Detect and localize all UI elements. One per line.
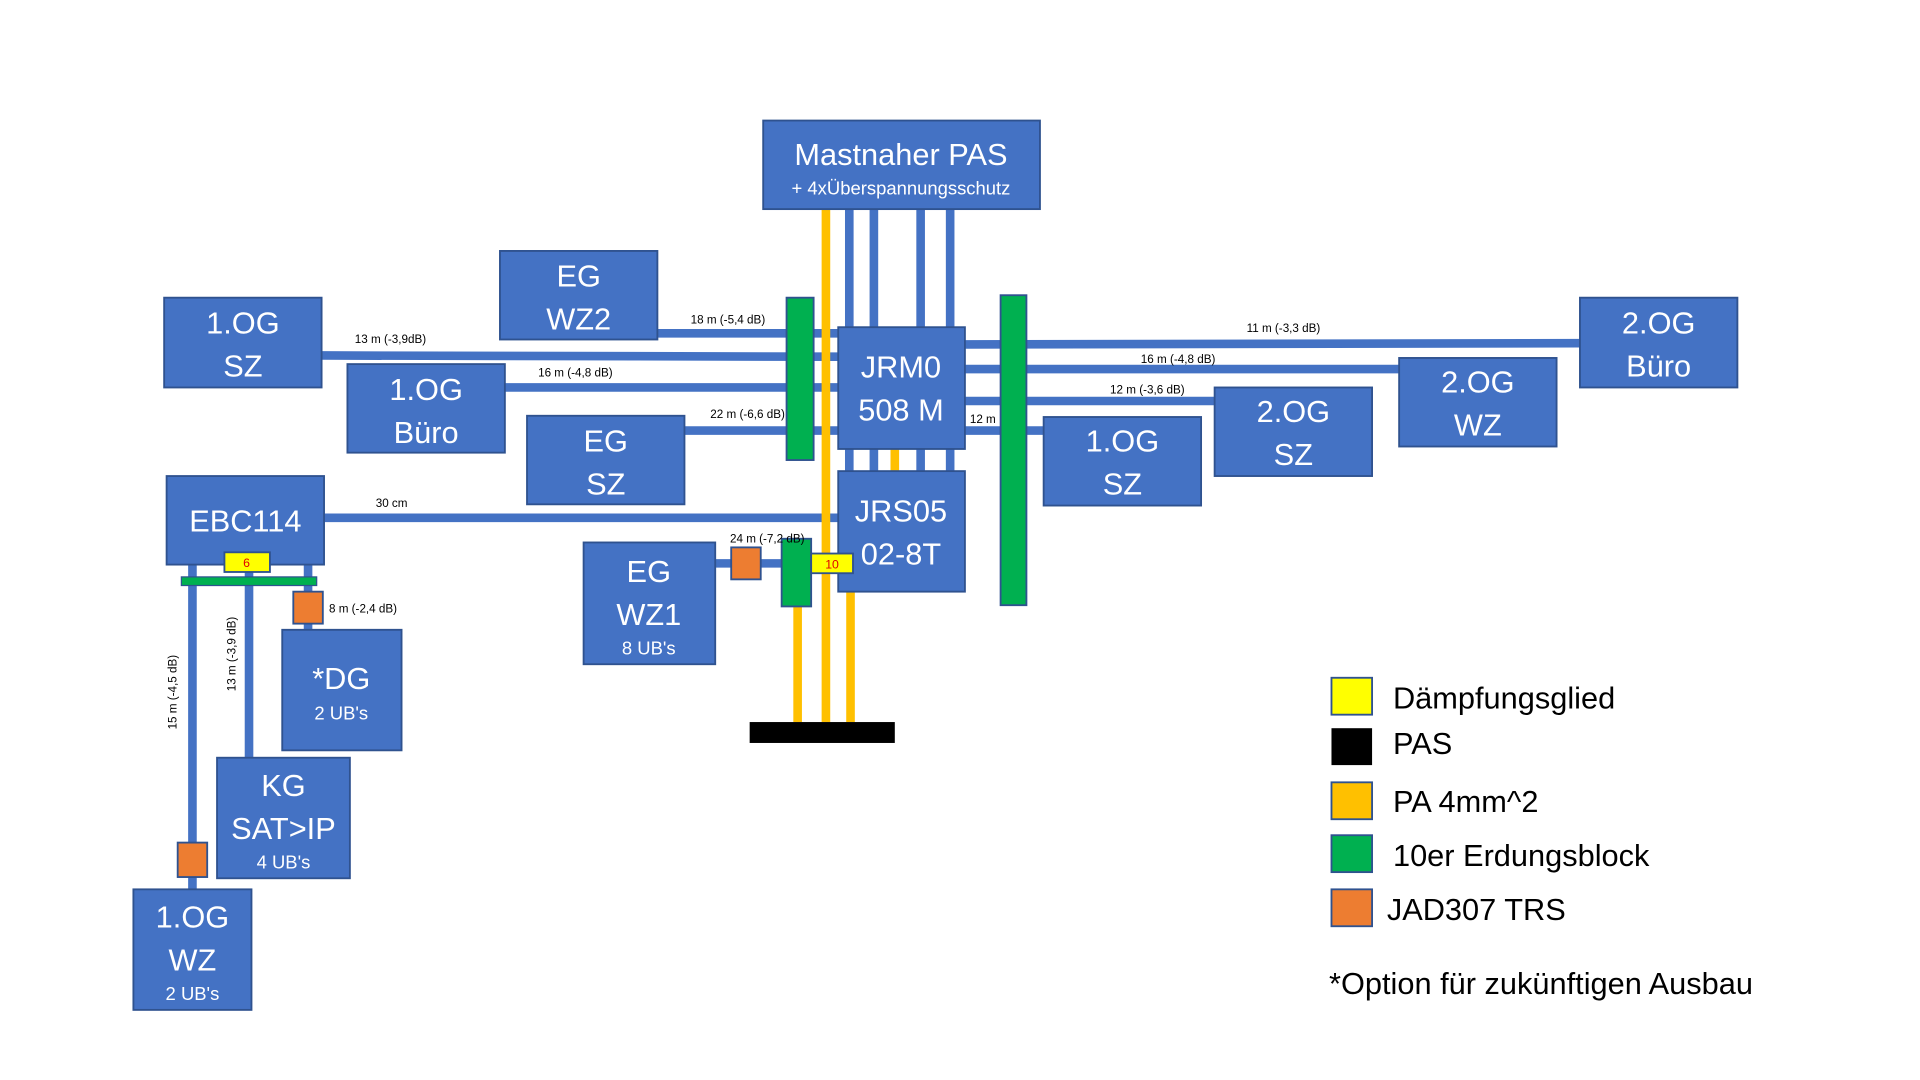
- box-title: 2.OG: [1441, 364, 1514, 399]
- box-title: 02-8T: [861, 537, 942, 572]
- label-eg-wz1: 24 m (-7,2 dB): [730, 532, 805, 545]
- box-title: SZ: [223, 348, 262, 383]
- legend-swatch-pas: [1331, 728, 1373, 766]
- label-ebc: 30 cm: [376, 497, 408, 510]
- box-title: EBC114: [189, 503, 301, 538]
- ground-block-ebc: [180, 576, 318, 587]
- label-eg-wz2: 18 m (-5,4 dB): [691, 314, 766, 327]
- label-og2-buero: 11 m (-3,3 dB): [1247, 322, 1321, 335]
- legend-swatch-jad: [1330, 888, 1373, 928]
- label-og1-sz-right: 12 m: [970, 413, 996, 426]
- box-title: 1.OG: [1086, 423, 1159, 458]
- box-title: WZ: [1454, 407, 1502, 442]
- box-title: Mastnaher PAS: [794, 137, 1007, 172]
- box-title: KG: [261, 768, 305, 803]
- label-og1-sz: 13 m (-3,9dB): [355, 333, 426, 346]
- legend-label: Dämpfungsglied: [1393, 681, 1615, 716]
- box-mast: Mastnaher PAS + 4xÜberspannungsschutz: [762, 119, 1041, 211]
- box-eg-wz1: EG WZ1 8 UB's: [582, 541, 717, 666]
- legend-label: 10er Erdungsblock: [1393, 838, 1650, 873]
- legend-note: *Option für zukünftigen Ausbau: [1329, 966, 1753, 1001]
- box-title: SAT>IP: [231, 811, 336, 846]
- box-og2-wz: 2.OG WZ: [1398, 357, 1558, 448]
- box-title: 508 M: [858, 393, 943, 428]
- box-title: *DG: [312, 661, 370, 696]
- label-dg: 8 m (-2,4 dB): [329, 603, 397, 616]
- label-kg: 13 m (-3,9 dB): [225, 617, 238, 692]
- box-title: SZ: [1103, 466, 1142, 501]
- box-title: WZ: [169, 943, 217, 978]
- box-eg-wz2: EG WZ2: [499, 250, 659, 341]
- box-title: EG: [556, 259, 600, 294]
- legend-swatch-pa: [1330, 781, 1373, 821]
- box-title: JRM0: [861, 350, 941, 385]
- box-og1-sz-right: 1.OG SZ: [1042, 416, 1203, 507]
- box-kg: KG SAT>IP 4 UB's: [216, 756, 351, 880]
- box-subtitle: 4 UB's: [257, 851, 311, 872]
- jad-og1-wz: [176, 841, 209, 878]
- ground-block-right: [999, 294, 1028, 607]
- box-title: EG: [627, 554, 671, 589]
- label-og1-wz: 15 m (-4,5 dB): [166, 655, 179, 730]
- box-jrm: JRM0 508 M: [837, 326, 966, 450]
- box-og2-sz: 2.OG SZ: [1213, 386, 1373, 477]
- cable-og2-buero: [964, 338, 1580, 349]
- box-title: 1.OG: [389, 372, 462, 407]
- box-title: WZ2: [546, 302, 611, 337]
- attenuator-ebc: [223, 551, 271, 573]
- box-title: Büro: [1626, 348, 1691, 383]
- ground-block-bottom: [780, 537, 813, 608]
- legend-label: PAS: [1393, 726, 1452, 761]
- legend-label: JAD307 TRS: [1387, 892, 1566, 927]
- box-title: WZ1: [616, 597, 681, 632]
- pas-bar: [749, 722, 895, 743]
- label-eg-sz: 22 m (-6,6 dB): [710, 408, 785, 421]
- box-title: 1.OG: [156, 899, 229, 934]
- label-og2-sz: 12 m (-3,6 dB): [1110, 384, 1185, 397]
- box-og2-buero: 2.OG Büro: [1579, 296, 1739, 389]
- legend-swatch-attenuator: [1330, 676, 1373, 716]
- box-ebc: EBC114: [165, 475, 325, 566]
- ground-block-left: [785, 296, 815, 461]
- label-og2-wz: 16 m (-4,8 dB): [1141, 353, 1216, 366]
- cable-og1-sz: [321, 351, 839, 362]
- attenuator-jrs: [810, 552, 854, 575]
- box-subtitle: 8 UB's: [622, 637, 676, 658]
- jad-dg: [292, 590, 324, 625]
- box-title: SZ: [1274, 437, 1313, 472]
- box-title: SZ: [586, 466, 625, 501]
- legend-label: PA 4mm^2: [1393, 784, 1538, 819]
- box-subtitle: + 4xÜberspannungsschutz: [792, 177, 1011, 198]
- jad-eg-wz1: [730, 546, 762, 581]
- box-jrs: JRS05 02-8T: [837, 470, 966, 593]
- pa-wires: [793, 209, 900, 723]
- box-og1-buero: 1.OG Büro: [346, 363, 506, 454]
- box-dg: *DG 2 UB's: [281, 628, 403, 752]
- box-og1-wz: 1.OG WZ 2 UB's: [132, 888, 253, 1011]
- box-title: 2.OG: [1622, 305, 1695, 340]
- box-subtitle: 2 UB's: [166, 983, 220, 1004]
- box-title: JRS05: [855, 494, 947, 529]
- legend: Dämpfungsglied PAS PA 4mm^2 10er Erdungs…: [1329, 676, 1753, 1001]
- legend-swatch-ground-block: [1330, 834, 1373, 874]
- box-subtitle: 2 UB's: [314, 703, 368, 724]
- box-title: Büro: [394, 415, 459, 450]
- box-title: 1.OG: [206, 305, 279, 340]
- box-title: 2.OG: [1257, 394, 1330, 429]
- box-title: EG: [584, 423, 628, 458]
- box-og1-sz: 1.OG SZ: [163, 296, 323, 389]
- attenuator-jrs-value: 10: [825, 557, 839, 571]
- box-eg-sz: EG SZ: [526, 414, 686, 506]
- attenuator-ebc-value: 6: [243, 556, 250, 570]
- label-og1-buero: 16 m (-4,8 dB): [538, 366, 613, 379]
